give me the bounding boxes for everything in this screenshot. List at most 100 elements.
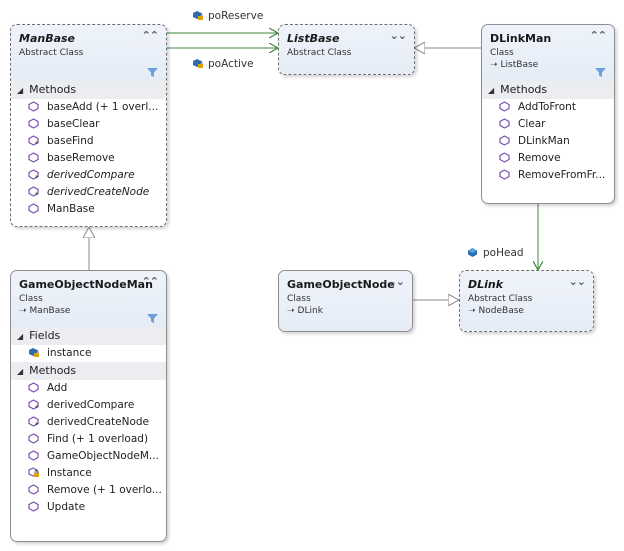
class-box-gameobjectnodeman[interactable]: GameObjectNodeMan Class ➝ManBase ⌃⌃ ◢Fie… bbox=[10, 270, 167, 542]
inherits-arrow-icon: ➝ bbox=[490, 60, 498, 70]
method-protected-star-icon: * bbox=[28, 416, 39, 429]
method-name: AddToFront bbox=[518, 101, 576, 113]
base-name: DLink bbox=[297, 306, 323, 316]
method-item[interactable]: Remove bbox=[482, 150, 614, 167]
method-name: baseFind bbox=[47, 135, 94, 147]
class-box-listbase[interactable]: ListBase Abstract Class ⌄⌄ bbox=[278, 24, 415, 75]
collapse-chevron-icon[interactable]: ⌃⌃ bbox=[141, 275, 159, 288]
class-box-dlinkman[interactable]: DLinkMan Class ➝ListBase ⌃⌃ ◢ Methods Add… bbox=[481, 24, 615, 204]
expand-triangle-icon[interactable]: ◢ bbox=[17, 86, 24, 95]
svg-text:*: * bbox=[35, 174, 39, 180]
method-item[interactable]: AddToFront bbox=[482, 99, 614, 116]
base-name: NodeBase bbox=[478, 306, 524, 316]
method-name: baseRemove bbox=[47, 152, 115, 164]
section-methods[interactable]: ◢ Methods bbox=[11, 362, 166, 380]
method-item[interactable]: Clear bbox=[482, 116, 614, 133]
class-box-dlink[interactable]: DLink Abstract Class ➝NodeBase ⌄⌄ bbox=[459, 270, 594, 332]
class-kind: Abstract Class bbox=[287, 48, 352, 58]
method-name: GameObjectNodeM... bbox=[47, 450, 159, 462]
collapse-chevron-icon[interactable]: ⌃⌃ bbox=[589, 29, 607, 42]
method-private-lock-icon bbox=[28, 467, 39, 478]
class-box-manbase[interactable]: ManBase Abstract Class ⌃⌃ ◢ Methods baseA… bbox=[10, 24, 167, 227]
class-base: ➝DLink bbox=[287, 306, 412, 316]
method-protected-icon bbox=[28, 118, 39, 129]
field-item[interactable]: instance bbox=[11, 345, 166, 362]
method-icon bbox=[28, 450, 39, 461]
section-label: Methods bbox=[29, 83, 77, 96]
association-label-poactive: poActive bbox=[192, 58, 254, 70]
inherits-arrow-icon: ➝ bbox=[19, 306, 27, 316]
method-name: derivedCompare bbox=[47, 169, 135, 181]
class-kind: Class bbox=[287, 294, 311, 304]
method-name: Clear bbox=[518, 118, 546, 130]
expand-triangle-icon[interactable]: ◢ bbox=[17, 367, 24, 376]
expand-triangle-icon[interactable]: ◢ bbox=[488, 86, 495, 95]
method-name: Instance bbox=[47, 467, 92, 479]
method-item[interactable]: Find (+ 1 overload) bbox=[11, 431, 166, 448]
section-methods[interactable]: ◢ Methods bbox=[11, 81, 166, 99]
method-item[interactable]: Add bbox=[11, 380, 166, 397]
class-header: GameObjectNode Class ➝DLink ⌄⌄ bbox=[279, 271, 412, 331]
method-icon bbox=[28, 382, 39, 393]
class-header: ManBase Abstract Class ⌃⌃ bbox=[11, 25, 166, 81]
method-name: derivedCreateNode bbox=[47, 416, 149, 428]
expand-triangle-icon[interactable]: ◢ bbox=[17, 332, 24, 341]
method-item[interactable]: DLinkMan bbox=[482, 133, 614, 150]
method-item[interactable]: RemoveFromFr... bbox=[482, 167, 614, 184]
method-item[interactable]: ManBase bbox=[11, 201, 166, 218]
field-name: instance bbox=[47, 347, 92, 359]
method-icon bbox=[499, 135, 510, 146]
class-box-gameobjectnode[interactable]: GameObjectNode Class ➝DLink ⌄⌄ bbox=[278, 270, 413, 332]
method-name: Remove (+ 1 overlo... bbox=[47, 484, 162, 496]
method-item[interactable]: Update bbox=[11, 499, 166, 516]
method-item[interactable]: Instance bbox=[11, 465, 166, 482]
method-name: Add bbox=[47, 382, 68, 394]
svg-text:*: * bbox=[35, 421, 39, 427]
class-kind: Class bbox=[490, 48, 514, 58]
method-icon bbox=[499, 152, 510, 163]
expand-chevron-icon[interactable]: ⌄⌄ bbox=[389, 29, 407, 42]
method-protected-star-icon: * bbox=[28, 186, 39, 199]
class-kind: Class bbox=[19, 294, 43, 304]
class-name: DLink bbox=[468, 278, 504, 291]
filter-icon[interactable] bbox=[147, 314, 158, 323]
method-protected-icon bbox=[28, 203, 39, 214]
method-item[interactable]: *derivedCreateNode bbox=[11, 184, 166, 201]
class-header: DLinkMan Class ➝ListBase ⌃⌃ bbox=[482, 25, 614, 81]
filter-icon[interactable] bbox=[595, 68, 606, 77]
method-name: baseAdd (+ 1 overl... bbox=[47, 101, 159, 113]
expand-chevron-icon[interactable]: ⌄⌄ bbox=[387, 275, 405, 288]
svg-text:*: * bbox=[35, 404, 39, 410]
section-methods[interactable]: ◢ Methods bbox=[482, 81, 614, 99]
collapse-chevron-icon[interactable]: ⌃⌃ bbox=[141, 29, 159, 42]
method-item[interactable]: GameObjectNodeM... bbox=[11, 448, 166, 465]
section-label: Methods bbox=[500, 83, 548, 96]
method-item[interactable]: Remove (+ 1 overlo... bbox=[11, 482, 166, 499]
class-name: GameObjectNodeMan bbox=[19, 278, 153, 291]
method-item[interactable]: baseAdd (+ 1 overl... bbox=[11, 99, 166, 116]
section-label: Methods bbox=[29, 364, 77, 377]
section-fields[interactable]: ◢Fields bbox=[11, 327, 166, 345]
method-icon bbox=[499, 118, 510, 129]
method-item[interactable]: *derivedCompare bbox=[11, 397, 166, 414]
method-icon bbox=[499, 101, 510, 112]
method-item[interactable]: baseClear bbox=[11, 116, 166, 133]
method-name: ManBase bbox=[47, 203, 95, 215]
class-name: DLinkMan bbox=[490, 32, 552, 45]
expand-chevron-icon[interactable]: ⌄⌄ bbox=[568, 275, 586, 288]
method-item[interactable]: baseRemove bbox=[11, 150, 166, 167]
field-lock-icon bbox=[192, 10, 203, 21]
method-item[interactable]: * derivedCompare bbox=[11, 167, 166, 184]
method-icon bbox=[28, 484, 39, 495]
filter-icon[interactable] bbox=[147, 68, 158, 77]
field-lock-icon bbox=[28, 347, 39, 358]
association-label-pohead: poHead bbox=[467, 247, 524, 259]
method-item[interactable]: * derivedCreateNode bbox=[11, 414, 166, 431]
inherits-arrow-icon: ➝ bbox=[287, 306, 295, 316]
svg-text:*: * bbox=[35, 140, 39, 146]
method-item[interactable]: * baseFind bbox=[11, 133, 166, 150]
association-label-poreserve: poReserve bbox=[192, 10, 263, 22]
method-name: RemoveFromFr... bbox=[518, 169, 606, 181]
method-protected-star-icon: * bbox=[28, 399, 39, 412]
method-name: Find (+ 1 overload) bbox=[47, 433, 149, 445]
